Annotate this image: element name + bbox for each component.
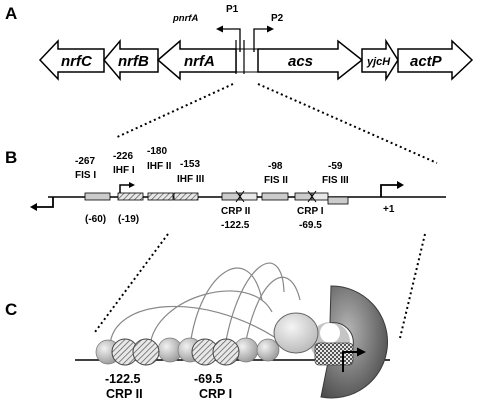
pnrfA-start-arrow <box>36 197 54 208</box>
fis1-site <box>84 192 111 201</box>
ihf3-site <box>173 192 199 201</box>
promoter-p2-arrowhead <box>267 25 274 33</box>
crp1-model-name: CRP I <box>199 387 232 400</box>
gene-acs-arrow <box>257 39 364 81</box>
crp1-name: CRP I <box>297 206 324 217</box>
sigma-factor <box>273 312 319 354</box>
gene-actP-label: actP <box>410 53 443 70</box>
ihf1-site <box>117 192 144 201</box>
p1-start-arrowhead <box>129 182 135 188</box>
crp1-dimer <box>191 338 240 366</box>
ihf1-alt-position: (-19) <box>118 214 139 225</box>
fis2-position: -98 <box>268 161 283 172</box>
promoter-p2-arrow <box>253 28 268 52</box>
promoter-p1-arrow <box>222 28 241 52</box>
zoom-line-a-right <box>257 83 438 164</box>
fis1-name: FIS I <box>75 170 96 181</box>
crp2-position: -122.5 <box>221 220 250 231</box>
promoter-p1-arrowhead <box>216 25 223 33</box>
gene-actP-arrow <box>397 39 474 81</box>
crp2-name: CRP II <box>221 206 250 217</box>
polymerase-hole <box>320 323 340 343</box>
transcription-start-arrow <box>342 351 358 372</box>
panel-a-gene-map: pnrfA P1 P2 nrfC nrfB nrfA acs yjcH actP <box>38 4 474 82</box>
gene-nrfB-label: nrfB <box>118 53 149 70</box>
crp2-site-right <box>239 192 258 201</box>
acs-start-arrow <box>380 184 397 197</box>
zoom-line-b-left <box>94 233 169 333</box>
transcription-start-arrowhead <box>357 347 366 357</box>
fis3-site <box>327 196 349 205</box>
crp2-dimer <box>111 338 160 366</box>
gene-nrfC-label: nrfC <box>61 53 93 70</box>
fis1-position: -267 <box>75 156 95 167</box>
crp1-site-cross <box>307 190 317 203</box>
fis2-name: FIS II <box>264 175 288 186</box>
fis2-site <box>261 192 289 201</box>
ihf2-name: IHF II <box>147 161 172 172</box>
rna-polymerase <box>320 285 389 399</box>
crp1-site-left <box>294 192 313 201</box>
crp2-model-position: -122.5 <box>105 372 140 386</box>
promoter-p1-label: P1 <box>226 4 239 15</box>
zoom-line-b-right <box>399 233 426 339</box>
dna-loops <box>109 262 301 347</box>
ihf2-position: -180 <box>147 146 167 157</box>
crp1-position: -69.5 <box>299 220 322 231</box>
p1-start-arrow <box>119 184 130 193</box>
tss-label: +1 <box>383 204 395 215</box>
fis1-alt-position: (-60) <box>85 214 106 225</box>
fis3-name: FIS III <box>322 175 349 186</box>
panel-c-nucleoprotein-model: -122.5 CRP II -69.5 CRP I <box>75 262 390 400</box>
promoter-p2-label: P2 <box>271 13 284 24</box>
crp1-subunit-right <box>212 338 240 366</box>
gene-acs-label: acs <box>288 53 313 70</box>
gene-yjcH-label: yjcH <box>366 56 391 68</box>
crp2-site-cross <box>235 190 245 203</box>
panel-label-a: A <box>5 4 17 23</box>
crp2-model-name: CRP II <box>106 387 143 400</box>
panel-label-c: C <box>5 300 17 319</box>
gene-nrfA-label: nrfA <box>184 53 215 70</box>
panel-label-b: B <box>5 148 17 167</box>
ihf3-position: -153 <box>180 159 200 170</box>
crp2-subunit-right <box>132 338 160 366</box>
crp2-site-left <box>221 192 241 201</box>
crp1-model-position: -69.5 <box>194 372 223 386</box>
fis-protein-3 <box>256 338 280 362</box>
acs-start-arrowhead <box>397 181 404 189</box>
ihf1-name: IHF I <box>113 165 135 176</box>
ihf1-position: -226 <box>113 151 133 162</box>
fis3-position: -59 <box>328 161 343 172</box>
active-site-region <box>314 342 354 366</box>
pnrfA-start-arrowhead <box>30 203 37 211</box>
gene-yjcH-arrow <box>361 38 399 82</box>
promoter-pnrfA-label: pnrfA <box>172 13 198 24</box>
ihf2-site <box>147 192 174 201</box>
panel-b-promoter-map: -267 FIS I (-60) -226 IHF I (-19) -180 I… <box>30 146 446 231</box>
zoom-line-a-left <box>114 83 234 139</box>
gene-nrfA-arrow <box>156 39 237 81</box>
ihf3-name: IHF III <box>177 174 204 185</box>
